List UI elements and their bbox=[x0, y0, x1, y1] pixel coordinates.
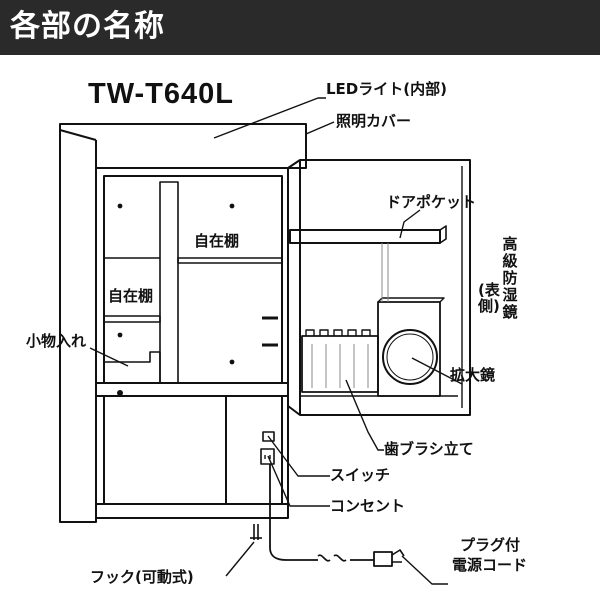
label-led-light: LEDライト(内部) bbox=[326, 80, 447, 98]
cabinet-frame bbox=[95, 167, 289, 519]
adjustable-shelf-lower bbox=[103, 315, 161, 323]
switch bbox=[262, 431, 275, 442]
small-tray bbox=[103, 351, 161, 384]
leader-switch bbox=[267, 435, 330, 477]
adjustable-shelf-upper bbox=[177, 257, 283, 264]
label-shelf-lower: 自在棚 bbox=[108, 287, 154, 305]
leader-tray bbox=[89, 347, 129, 367]
label-power-cord-2: 電源コード bbox=[452, 556, 528, 574]
leader-magnifier bbox=[411, 357, 463, 385]
leader-led bbox=[213, 97, 326, 139]
leader-outlet bbox=[267, 455, 330, 507]
label-power-cord-1: プラグ付 bbox=[460, 536, 521, 554]
cabinet-body bbox=[59, 130, 97, 523]
header-bar: 各部の名称 bbox=[0, 0, 600, 55]
label-moisture-mirror: 高級防湿鏡 bbox=[502, 235, 518, 321]
label-hook: フック(可動式) bbox=[90, 568, 194, 586]
label-mirror-note: (表側) bbox=[478, 281, 500, 315]
label-outlet: コンセント bbox=[330, 497, 406, 515]
label-toothbrush-stand: 歯ブラシ立て bbox=[384, 440, 474, 458]
label-magnifier: 拡大鏡 bbox=[450, 366, 496, 384]
leader-brush bbox=[345, 379, 384, 451]
model-name: TW-T640L bbox=[88, 78, 234, 110]
leader-hook bbox=[225, 541, 255, 577]
leader-pocket bbox=[399, 209, 421, 239]
leader-cover bbox=[305, 121, 335, 135]
label-door-pocket: ドアポケット bbox=[386, 193, 477, 211]
label-light-cover: 照明カバー bbox=[336, 112, 412, 130]
label-shelf-upper: 自在棚 bbox=[194, 232, 240, 250]
label-switch: スイッチ bbox=[330, 466, 391, 484]
label-small-tray: 小物入れ bbox=[26, 332, 87, 350]
leader-cord bbox=[401, 555, 448, 585]
plug bbox=[373, 551, 393, 567]
power-cord bbox=[269, 464, 318, 561]
outlet bbox=[260, 448, 275, 465]
door bbox=[287, 159, 471, 416]
door-pocket bbox=[289, 229, 441, 244]
page-title: 各部の名称 bbox=[10, 9, 165, 44]
magnifier-holder bbox=[377, 301, 441, 397]
magnifier bbox=[382, 329, 438, 385]
light-cover bbox=[59, 123, 307, 169]
